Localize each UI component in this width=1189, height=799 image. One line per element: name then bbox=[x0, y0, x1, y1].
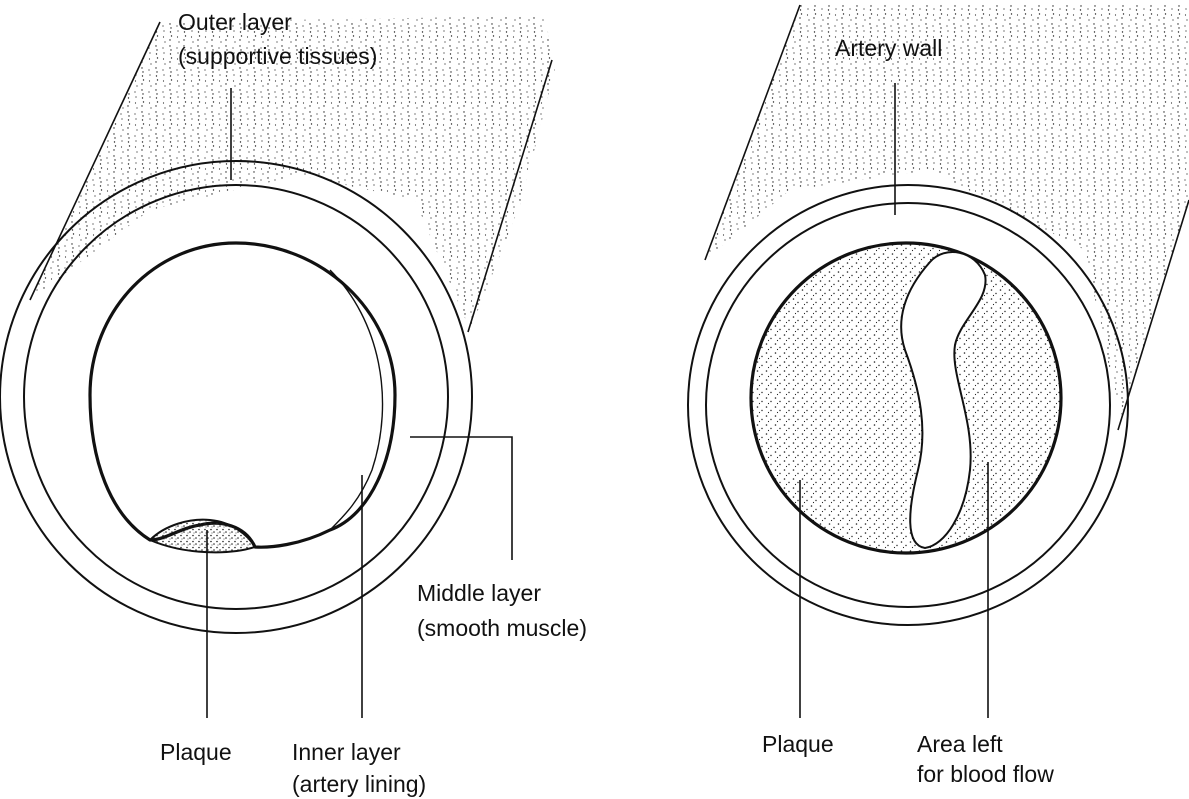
right-plaque-fill bbox=[751, 243, 1061, 553]
left-inner-label: Inner layer (artery lining) bbox=[292, 739, 426, 797]
left-middle-leader bbox=[410, 437, 512, 560]
left-plaque-label: Plaque bbox=[160, 739, 232, 765]
right-plaque-label: Plaque bbox=[762, 731, 834, 757]
right-artery bbox=[688, 5, 1189, 625]
left-middle-label: Middle layer (smooth muscle) bbox=[417, 580, 587, 641]
right-flow-label: Area left for blood flow bbox=[917, 731, 1054, 787]
right-wall-label: Artery wall bbox=[835, 35, 942, 61]
left-artery bbox=[0, 16, 555, 633]
left-lumen bbox=[90, 243, 395, 547]
